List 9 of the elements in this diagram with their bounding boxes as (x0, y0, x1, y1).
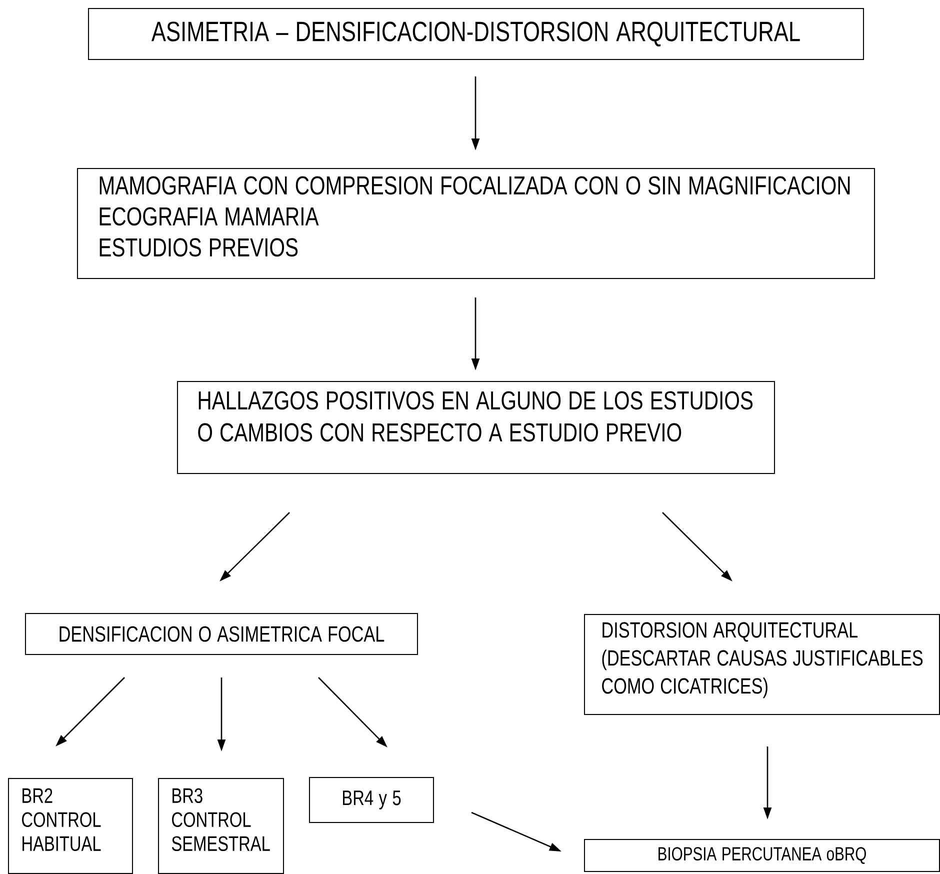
process-box: DISTORSION ARQUITECTURAL (DESCARTAR CAUSAS JUSTIFICABLES COMO CICATRICES) (584, 614, 940, 715)
process-box: DENSIFICACION O ASIMETRICA FOCAL (25, 613, 418, 655)
process-box: BR4 y 5 (309, 777, 434, 823)
process-box: HALLAZGOS POSITIVOS EN ALGUNO DE LOS ESTUDIOS O CAMBIOS CON RESPECTO A ESTUDIO PREVIO (177, 381, 775, 474)
process-box: ASIMETRIA – DENSIFICACION-DISTORSION ARQUITECTURAL (88, 8, 864, 60)
process-box: BIOPSIA PERCUTANEA oBRQ (584, 839, 940, 872)
process-box: BR2 CONTROL HABITUAL (8, 778, 133, 874)
process-box: MAMOGRAFIA CON COMPRESION FOCALIZADA CON O SIN MAGNIFICACION ECOGRAFIA MAMARIA ESTUDIOS PREVIOS (77, 168, 875, 279)
process-box: BR3 CONTROL SEMESTRAL (158, 778, 284, 874)
